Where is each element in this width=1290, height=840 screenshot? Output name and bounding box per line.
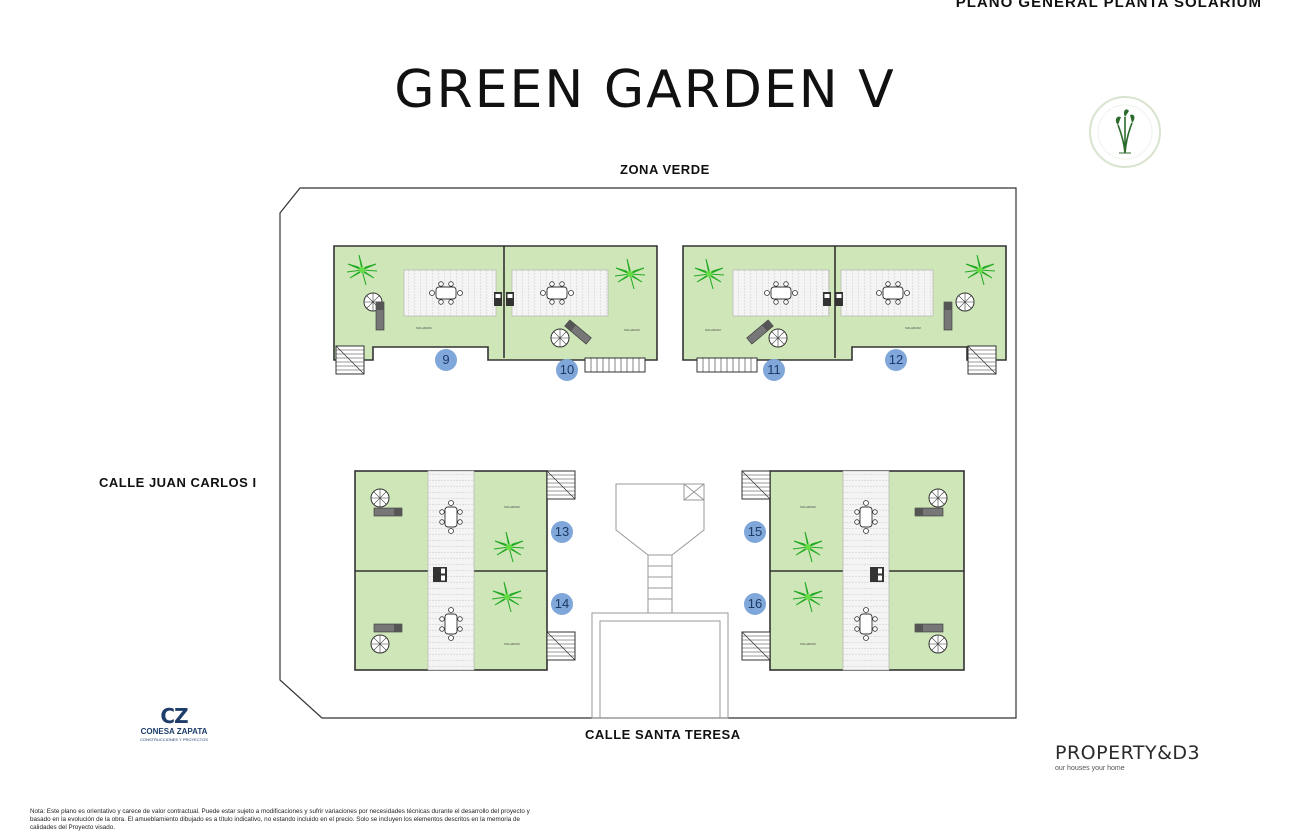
block-north-west: SOLARIUM SOLARIUM bbox=[333, 245, 658, 375]
unit-badge-16[interactable]: 16 bbox=[744, 593, 766, 615]
solarium-label: SOLARIUM bbox=[416, 326, 432, 330]
conesa-logo-sub: CONSTRUCCIONES Y PROYECTOS bbox=[140, 737, 208, 742]
pool-area bbox=[591, 483, 729, 719]
block-south-east: SOLARIUM SOLARIUM bbox=[741, 470, 965, 671]
solarium-label: SOLARIUM bbox=[800, 505, 816, 509]
solarium-label: SOLARIUM bbox=[705, 328, 721, 332]
street-label-north: ZONA VERDE bbox=[620, 162, 710, 177]
property-logo-name: PROPERTY&D3 bbox=[1055, 742, 1201, 764]
conesa-zapata-logo: CZ CONESA ZAPATA CONSTRUCCIONES Y PROYEC… bbox=[132, 705, 216, 749]
disclaimer-note: Nota: Este plano es orientativo y carece… bbox=[30, 808, 530, 831]
unit-badge-15[interactable]: 15 bbox=[744, 521, 766, 543]
property-d3-logo: PROPERTY&D3 our houses your home bbox=[1055, 742, 1205, 776]
sheet-title: PLANO GENERAL PLANTA SOLARIUM bbox=[955, 0, 1262, 11]
project-title: GREEN GARDEN V bbox=[394, 60, 896, 120]
conesa-logo-name: CONESA ZAPATA bbox=[140, 727, 208, 736]
green-garden-logo bbox=[1088, 95, 1162, 169]
unit-badge-12[interactable]: 12 bbox=[885, 349, 907, 371]
solarium-label: SOLARIUM bbox=[624, 328, 640, 332]
solarium-label: SOLARIUM bbox=[504, 642, 520, 646]
block-south-west: SOLARIUM SOLARIUM bbox=[354, 470, 576, 671]
unit-badge-10[interactable]: 10 bbox=[556, 359, 578, 381]
solarium-label: SOLARIUM bbox=[800, 642, 816, 646]
unit-badge-9[interactable]: 9 bbox=[435, 349, 457, 371]
solarium-label: SOLARIUM bbox=[504, 505, 520, 509]
unit-badge-14[interactable]: 14 bbox=[551, 593, 573, 615]
block-north-east: SOLARIUM SOLARIUM bbox=[682, 245, 1007, 375]
solarium-label: SOLARIUM bbox=[905, 326, 921, 330]
street-label-south: CALLE SANTA TERESA bbox=[585, 727, 741, 742]
unit-badge-13[interactable]: 13 bbox=[551, 521, 573, 543]
conesa-logo-mark: CZ bbox=[160, 704, 188, 728]
unit-badge-11[interactable]: 11 bbox=[763, 359, 785, 381]
street-label-west: CALLE JUAN CARLOS I bbox=[99, 475, 257, 490]
property-logo-tagline: our houses your home bbox=[1055, 765, 1125, 772]
plot-boundary bbox=[279, 187, 1017, 719]
